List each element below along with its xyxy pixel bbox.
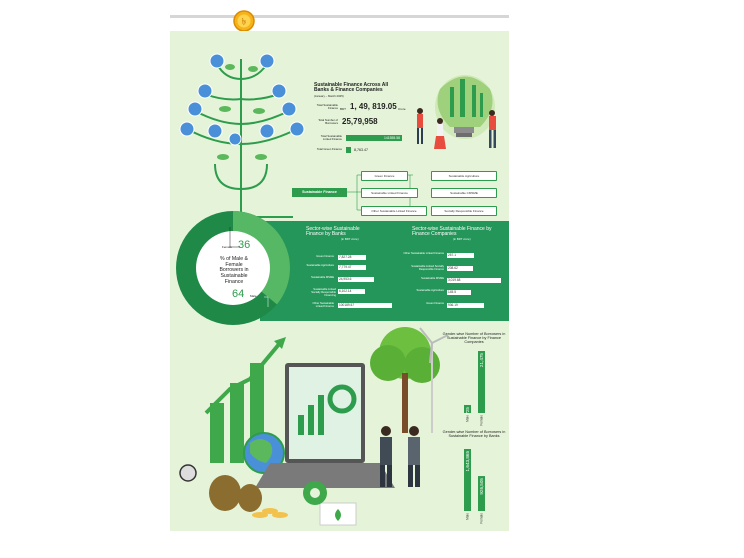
bar-category-label: Male: [466, 513, 470, 520]
stat-label-total-finance: Total Sustainable Finance: [316, 103, 338, 111]
stat-label-green-finance: Total Green Finance: [316, 147, 342, 151]
banks-bar: 7,827.28: [338, 255, 367, 260]
digital-finance-illustration: [179, 337, 395, 526]
period-text: (January – March 2025): [314, 94, 344, 98]
banks-row-label: Other Sustainable Linked Finance: [312, 302, 334, 308]
banks-row-label: Sustainable MSME: [311, 276, 334, 279]
stat-value-green-finance: 8,763.47: [354, 148, 368, 152]
coin-icon: ৳: [233, 10, 255, 32]
stat-prefix: BDT: [340, 107, 346, 111]
stat-unit: Crore: [398, 107, 406, 111]
fc-row-label: Green Finance: [426, 302, 444, 305]
banks-bar: 24,953.6: [338, 277, 374, 282]
stat-value-borrowers: 25,79,958: [342, 117, 378, 126]
top-divider: [170, 15, 509, 18]
fc-bar: 936.19: [447, 303, 485, 308]
fc-row-label: Other Sustainable Linked Finance: [403, 252, 445, 255]
stat-bar-green-finance: [346, 147, 351, 153]
fc-bar: 3,019.68: [447, 278, 501, 283]
bar-value-label: 926,505: [479, 478, 484, 495]
fc-row-label: Sustainable MSME: [421, 277, 444, 280]
node-other-linked-finance: Other Sustainable Linked Finance: [361, 206, 427, 216]
fc-row-label: Sustainable Agriculture: [416, 289, 445, 292]
bar-value-label: 1,643,865: [465, 451, 470, 472]
banks-bar: 7,779.47: [338, 265, 366, 270]
banks-row-label: Sustainable Agriculture: [306, 264, 335, 267]
banks-panel-title: Sector-wise Sustainable Finance by Banks: [306, 226, 360, 238]
fc-panel-unit: (in BDT crore): [453, 237, 471, 241]
fc-bar: 208.62: [447, 266, 473, 271]
page-title: Sustainable Finance Across All Banks & F…: [314, 82, 389, 94]
banks-panel-unit: (in BDT crore): [341, 237, 359, 241]
gender-donut-chart: [176, 211, 290, 325]
bar-value-label: 2,725: [465, 407, 470, 419]
bar-category-label: Male: [466, 415, 470, 422]
bar-category-label: Female: [480, 415, 484, 426]
fc-row-label: Sustainable Linked Socially Responsible …: [411, 265, 444, 271]
banks-row-label: Sustainable Linked Socially Responsible …: [311, 288, 336, 297]
banks-gender-chart-title: Gender-wise Number of Borrowers in Susta…: [442, 430, 506, 438]
banks-bar: 6,102.14: [338, 289, 365, 294]
banks-bar: 100189.57: [338, 303, 392, 308]
infographic: Sustainable Finance Across All Banks & F…: [170, 31, 509, 531]
node-socially-responsible: Socially Responsible Finance: [431, 206, 497, 216]
svg-text:৳: ৳: [242, 18, 247, 28]
fc-bar: 257.1: [447, 253, 475, 258]
bar-value-label: 21,475: [479, 353, 484, 367]
node-sustainable-linked-finance: Sustainable Linked Finance: [361, 188, 418, 198]
bar-female: [478, 351, 485, 413]
donut-callout-lines: [229, 227, 269, 307]
female-value: 36: [238, 239, 251, 251]
stat-value-total-finance: 1, 49, 819.05: [350, 102, 397, 111]
banks-row-label: Green Finance: [316, 255, 334, 258]
stat-bar-linked-finance: 141555.58: [346, 135, 402, 141]
bar-category-label: Female: [480, 513, 484, 524]
handshake-tree-illustration: [370, 327, 449, 487]
fc-panel-title: Sector-wise Sustainable Finance by Finan…: [412, 226, 492, 238]
fc-gender-chart-title: Gender-wise Number of Borrowers in Susta…: [442, 332, 506, 344]
money-tree-illustration: [179, 53, 305, 218]
node-green-finance: Green Finance: [361, 171, 408, 181]
male-value: 64: [232, 288, 245, 300]
female-label: Female: [222, 245, 233, 249]
male-label: Male: [250, 294, 257, 298]
bar-male: [464, 405, 471, 413]
sustainable-finance-label: Sustainable Finance: [292, 188, 347, 197]
lightbulb-team-illustration: [417, 75, 496, 149]
bar-female: [478, 476, 485, 511]
fc-bar: 145.5: [447, 290, 472, 295]
node-sustainable-cmsme: Sustainable CMSME: [431, 188, 497, 198]
stat-label-linked-finance: Total Sustainable Linked Finance: [320, 134, 342, 142]
node-sustainable-agriculture: Sustainable Agriculture: [431, 171, 497, 181]
donut-title: % of Male & Female Borrowers in Sustaina…: [219, 256, 249, 285]
stat-label-borrowers: Total Number of Borrowers: [318, 118, 338, 126]
bar-male: [464, 449, 471, 511]
